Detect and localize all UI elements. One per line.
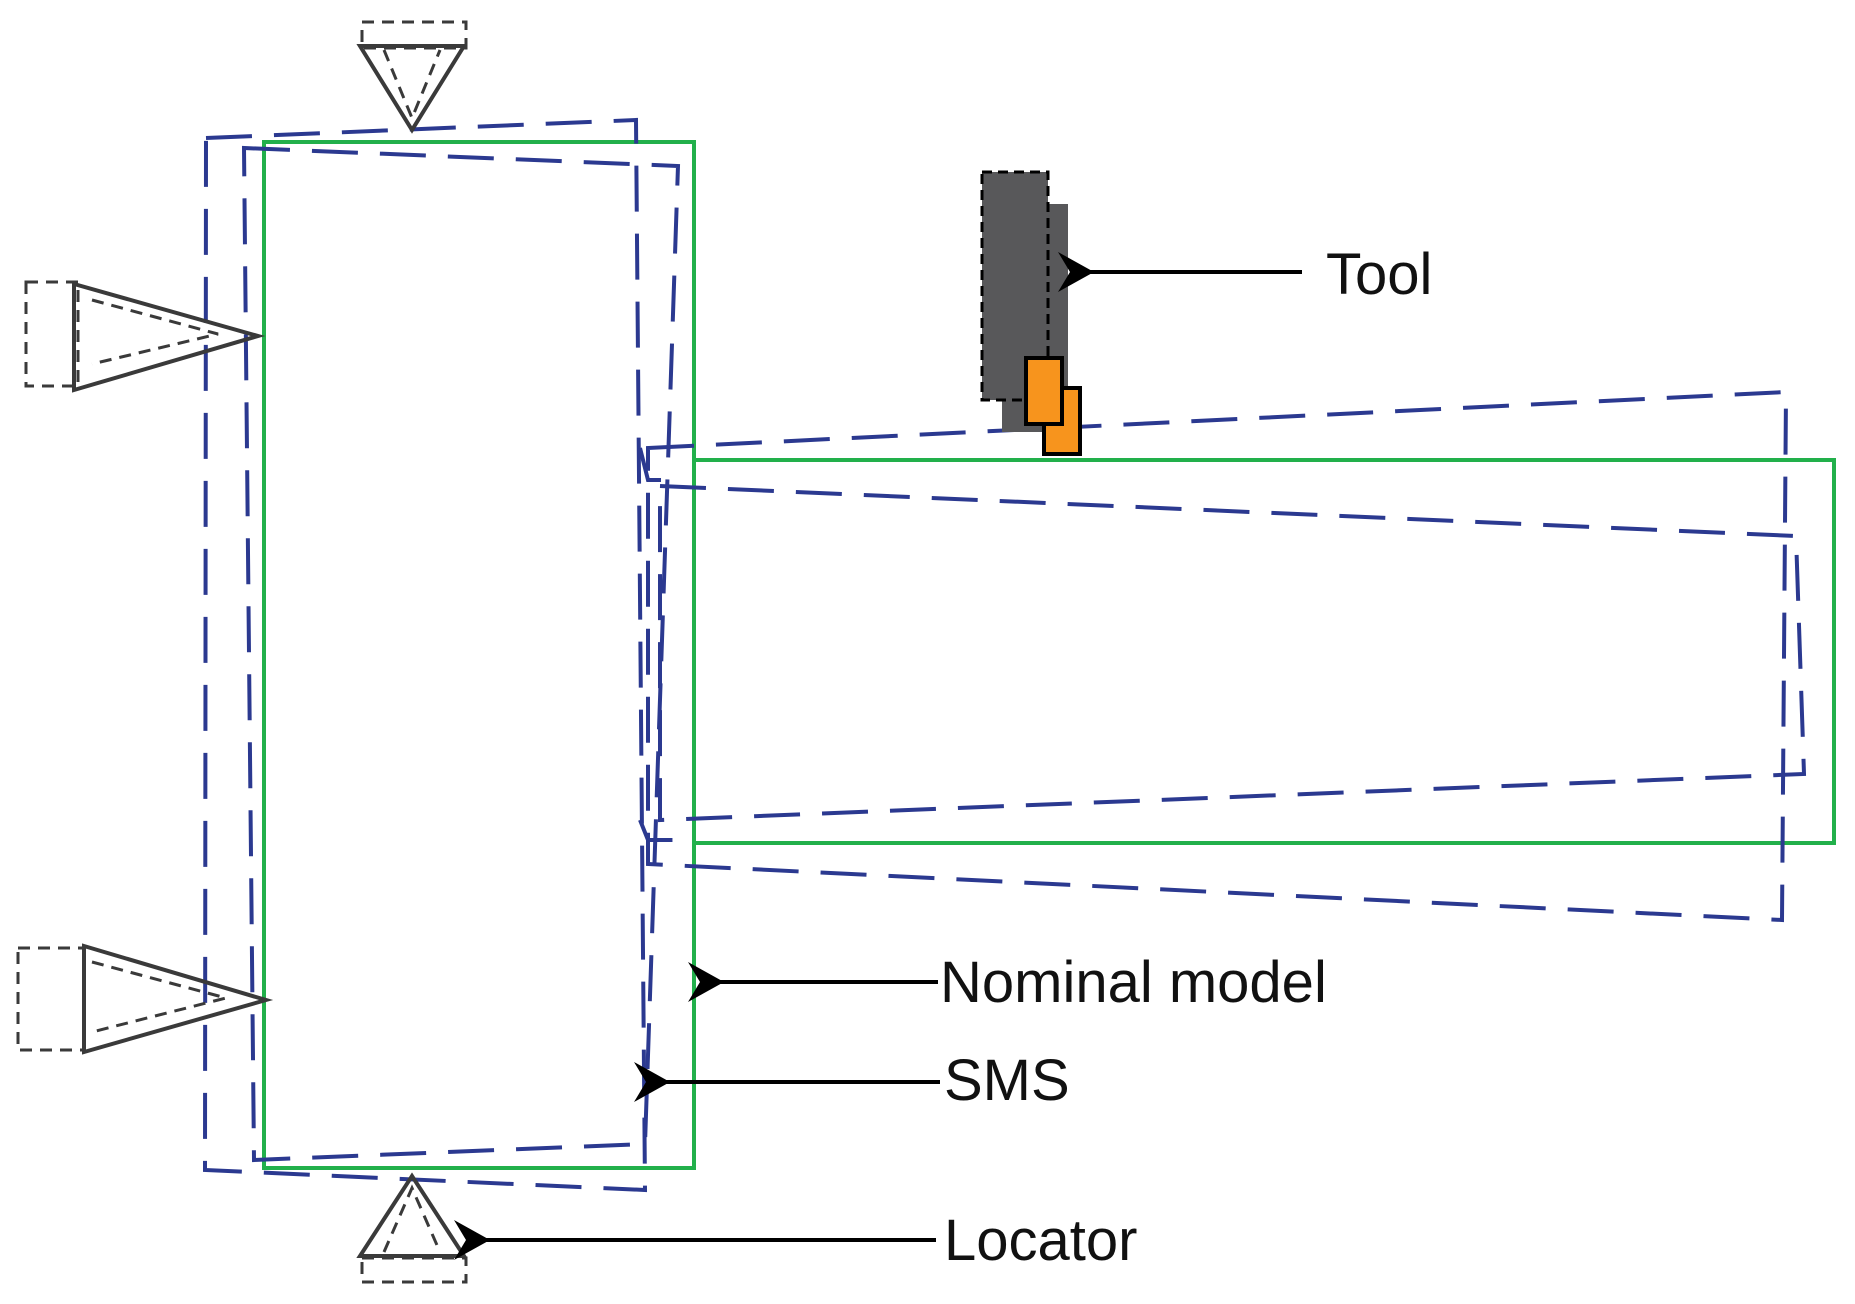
locator-triangle-icon xyxy=(356,20,468,134)
locator-triangle-icon xyxy=(24,280,266,393)
nominal-horizontal-block xyxy=(692,458,1836,845)
tool-insert xyxy=(1024,356,1064,426)
tool-label: Tool xyxy=(1326,242,1432,307)
nominal-model-label: Nominal model xyxy=(940,950,1327,1015)
locator-triangle-icon xyxy=(16,943,274,1055)
nominal-vertical-block xyxy=(262,140,696,1170)
sms-joint-top xyxy=(638,447,680,482)
sms-vertical-inner xyxy=(241,145,681,1163)
sms-label: SMS xyxy=(944,1048,1070,1113)
nominal-model xyxy=(262,140,1836,1170)
sms-outline xyxy=(202,117,1807,1193)
locator-triangle-icon xyxy=(356,1172,468,1284)
tool-icon xyxy=(980,170,1082,456)
locator-label: Locator xyxy=(944,1208,1137,1273)
sms-vertical-outer xyxy=(202,117,648,1193)
callout-arrows xyxy=(454,252,1302,1260)
sms-horizontal-inner xyxy=(658,483,1807,823)
sms-joint-bottom xyxy=(638,819,680,842)
locators xyxy=(16,20,468,1284)
sms-horizontal-outer xyxy=(646,389,1789,923)
